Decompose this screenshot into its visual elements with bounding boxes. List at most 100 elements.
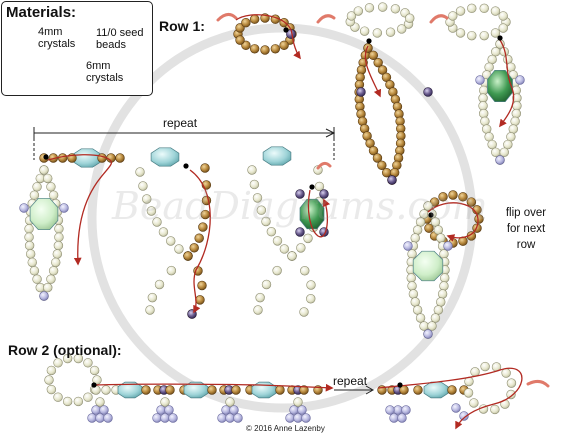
seed-bead [48,266,59,276]
seed-bead [436,297,446,307]
marker-layer [43,27,503,388]
seed-bead [233,413,243,423]
seed-bead [373,57,383,68]
seed-bead [91,405,101,415]
seed-bead [458,192,468,202]
flip-note-line1: flip over [505,207,547,219]
legend-4mm-label-line1: 4mm [38,26,63,38]
seed-bead [506,389,516,400]
seed-bead [73,396,84,407]
seed-bead [508,124,518,134]
thread-layer [47,13,550,430]
crystal-4mm-bead [117,381,143,399]
seed-bead [261,279,272,290]
thread-path [307,189,331,238]
seed-bead [27,257,37,268]
seed-bead [300,266,310,276]
seed-bead [511,108,522,119]
seed-bead [423,201,433,211]
seed-bead [164,405,174,415]
seed-bead [407,281,417,291]
seed-bead [474,214,484,224]
seed-bead [197,280,207,291]
thread-path [377,367,523,430]
seed-bead [194,233,204,243]
seed-bead [301,413,311,423]
repeat-dimension-line [33,127,336,160]
seed-bead [405,13,415,23]
seed-bead [253,305,263,315]
seed-bead [364,3,375,13]
crystal-4mm-bead [150,147,180,167]
seed-bead [480,116,490,127]
seed-bead [359,26,370,36]
seed-bead [83,392,93,402]
seed-bead [138,181,148,191]
seed-bead [313,165,323,175]
watermark-text: BeadDiagrams.com [112,184,488,228]
start-dot-icon [43,154,49,160]
seed-bead [241,40,251,51]
seed-bead [295,227,305,237]
seed-bead [419,321,429,331]
seed-bead [231,385,241,395]
seed-bead [147,292,158,303]
seed-bead [372,28,383,38]
seed-bead [455,28,466,38]
seed-bead [43,282,53,293]
seed-bead [57,153,68,163]
seed-bead [377,160,387,171]
seed-bead [412,305,423,315]
seed-bead [381,167,392,178]
seed-bead [174,244,184,254]
row2-label: Row 2 (optional): [8,342,122,358]
seed-bead [480,361,490,372]
seed-bead [53,392,63,402]
seed-bead [401,405,411,415]
seed-bead [270,44,281,54]
seed-bead [455,6,466,16]
seed-bead [484,62,494,72]
seed-bead [48,190,59,200]
seed-bead [275,385,285,395]
start-dot-icon [497,35,503,41]
seed-bead [221,405,231,415]
seed-bead [152,413,162,423]
seed-bead [183,251,193,261]
seed-bead [225,413,235,423]
thread-path [189,169,211,314]
seed-bead [437,289,448,299]
seed-bead [372,153,383,163]
seed-bead [168,413,178,423]
seed-bead [249,179,260,190]
seed-bead [470,367,480,377]
seed-bead [377,2,388,12]
seed-bead [52,249,63,259]
seed-bead [495,155,505,165]
seed-bead [448,190,458,200]
seed-bead [146,206,157,216]
seed-bead [225,397,235,407]
thread-path [235,14,301,60]
seed-bead [103,413,113,423]
seed-bead [252,193,263,203]
seed-bead [95,413,105,423]
seed-bead [439,281,449,291]
seed-bead [39,291,49,301]
legend-seed-label-line1: 11/0 seed [96,27,144,39]
legend-6mm-label-line1: 6mm [86,60,111,72]
seed-bead [467,30,477,41]
seed-bead [506,378,517,388]
thread-path [364,45,382,98]
legend-6mm-label-line2: crystals [86,72,124,84]
seed-bead [229,405,239,415]
seed-bead [152,217,162,227]
seed-bead [166,236,176,246]
flip-note-line2: for next [506,223,546,235]
seed-bead [299,385,309,395]
seed-bead [424,223,434,233]
legend-title: Materials: [6,4,77,21]
watermark-circle [87,23,477,413]
seed-bead [440,273,450,283]
seed-bead [200,163,210,173]
